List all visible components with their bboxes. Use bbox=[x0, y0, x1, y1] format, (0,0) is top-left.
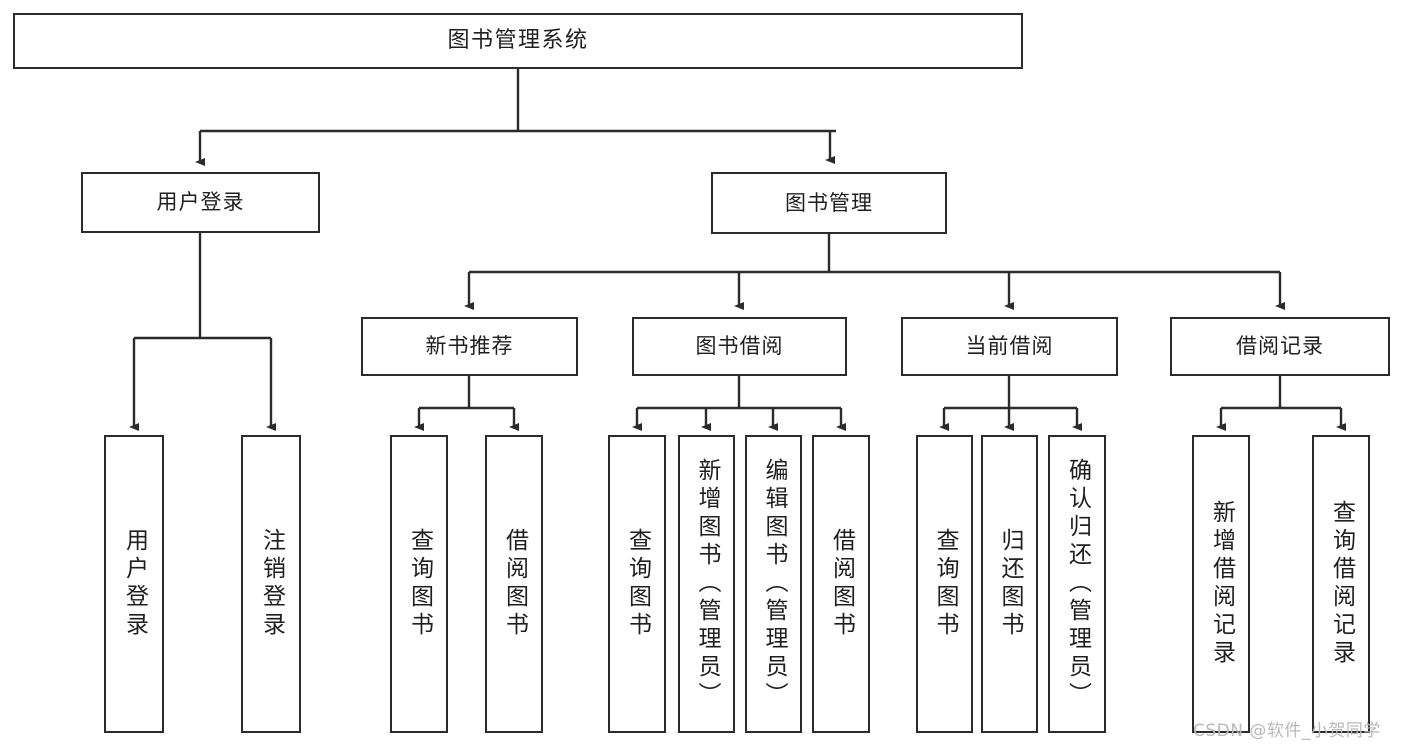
leaf-edit-book-admin[interactable]: 编辑图书（管理员） bbox=[745, 435, 802, 733]
leaf-logout[interactable]: 注销登录 bbox=[241, 435, 301, 733]
node-label: 借阅图书 bbox=[501, 528, 528, 640]
node-label: 查询借阅记录 bbox=[1328, 500, 1355, 668]
leaf-borrow-books[interactable]: 借阅图书 bbox=[812, 435, 870, 733]
leaf-confirm-return-admin[interactable]: 确认归还（管理员） bbox=[1048, 435, 1106, 733]
node-label: 编辑图书（管理员） bbox=[761, 458, 787, 710]
leaf-query-borrowing-record[interactable]: 查询借阅记录 bbox=[1312, 435, 1370, 733]
node-label: 注销登录 bbox=[258, 528, 285, 640]
leaf-user-login[interactable]: 用户登录 bbox=[104, 435, 164, 733]
node-label: 查询图书 bbox=[406, 528, 433, 640]
leaf-query-books-borrowing[interactable]: 查询图书 bbox=[608, 435, 666, 733]
node-label: 查询图书 bbox=[932, 528, 958, 640]
watermark-text: CSDN @软件_小贺同学 bbox=[1193, 721, 1381, 741]
node-book-management[interactable]: 图书管理 bbox=[711, 172, 947, 234]
node-label: 用户登录 bbox=[121, 528, 148, 640]
node-label: 新增借阅记录 bbox=[1208, 500, 1235, 668]
node-new-book-recommendation[interactable]: 新书推荐 bbox=[361, 317, 578, 376]
leaf-return-books[interactable]: 归还图书 bbox=[981, 435, 1038, 733]
node-label: 图书管理 bbox=[785, 190, 873, 215]
leaf-query-books-current[interactable]: 查询图书 bbox=[916, 435, 973, 733]
node-label: 用户登录 bbox=[156, 190, 245, 215]
node-label: 图书借阅 bbox=[695, 334, 784, 359]
node-borrowing-records[interactable]: 借阅记录 bbox=[1170, 317, 1390, 376]
leaf-add-borrowing-record[interactable]: 新增借阅记录 bbox=[1192, 435, 1250, 733]
node-label: 当前借阅 bbox=[965, 334, 1054, 359]
node-label: 新书推荐 bbox=[425, 334, 514, 359]
node-label: 借阅图书 bbox=[828, 528, 855, 640]
leaf-borrow-books-recommendation[interactable]: 借阅图书 bbox=[485, 435, 543, 733]
node-book-borrowing[interactable]: 图书借阅 bbox=[632, 317, 847, 376]
node-user-login[interactable]: 用户登录 bbox=[81, 172, 320, 233]
node-label: 图书管理系统 bbox=[447, 28, 589, 54]
node-label: 确认归还（管理员） bbox=[1064, 458, 1091, 710]
node-label: 归还图书 bbox=[997, 528, 1023, 640]
node-label: 查询图书 bbox=[624, 528, 651, 640]
node-book-management-system[interactable]: 图书管理系统 bbox=[13, 13, 1023, 69]
leaf-add-book-admin[interactable]: 新增图书（管理员） bbox=[678, 435, 735, 733]
node-label: 新增图书（管理员） bbox=[694, 458, 720, 710]
leaf-query-books-recommendation[interactable]: 查询图书 bbox=[390, 435, 448, 733]
node-label: 借阅记录 bbox=[1236, 334, 1324, 359]
node-current-borrowing[interactable]: 当前借阅 bbox=[901, 317, 1118, 376]
